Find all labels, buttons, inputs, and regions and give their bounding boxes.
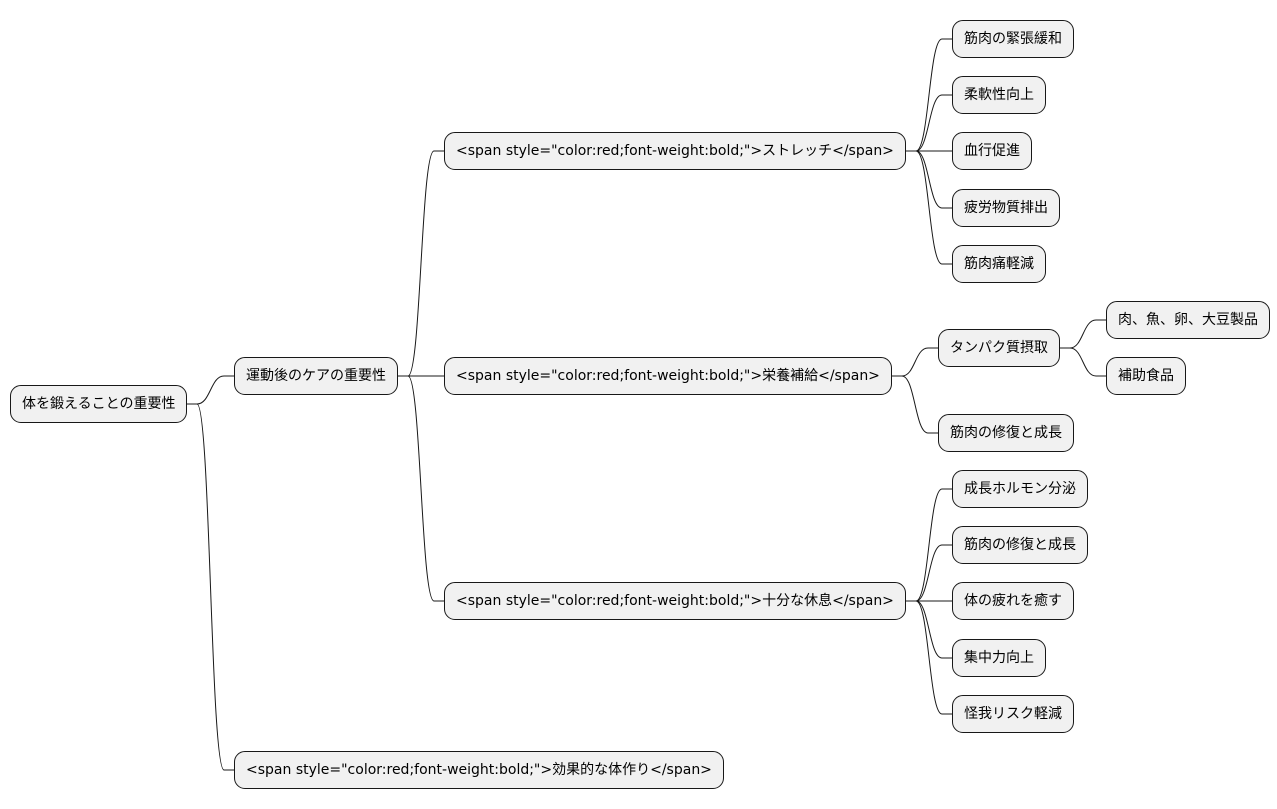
nutrition-leaf: 筋肉の修復と成長 [938, 414, 1074, 452]
stretch-node: <span style="color:red;font-weight:bold;… [444, 132, 906, 170]
stretch-leaf: 筋肉の緊張緩和 [952, 20, 1074, 58]
rest-leaf: 怪我リスク軽減 [952, 695, 1074, 733]
rest-node: <span style="color:red;font-weight:bold;… [444, 582, 906, 620]
effective-body-node: <span style="color:red;font-weight:bold;… [234, 751, 724, 789]
edge-protein-p1 [1060, 319, 1106, 349]
stretch-leaf: 疲労物質排出 [952, 189, 1060, 227]
protein-node: タンパク質摂取 [938, 329, 1060, 367]
edge-stretch-s1 [906, 38, 952, 152]
rest-leaf: 筋肉の修復と成長 [952, 526, 1088, 564]
rest-leaf: 集中力向上 [952, 639, 1046, 677]
edge-care-rest [398, 375, 444, 602]
rest-leaf: 成長ホルモン分泌 [952, 470, 1088, 508]
protein-leaf: 肉、魚、卵、大豆製品 [1106, 301, 1270, 339]
edge-root-care [187, 375, 234, 405]
protein-leaf: 補助食品 [1106, 357, 1186, 395]
edge-rest-r1 [906, 488, 952, 602]
stretch-leaf: 血行促進 [952, 132, 1032, 170]
edge-rest-r2 [906, 544, 952, 602]
edge-rest-r4 [906, 600, 952, 659]
care-node: 運動後のケアの重要性 [234, 357, 398, 395]
edge-nutrition-protein [892, 347, 938, 377]
root-node: 体を鍛えることの重要性 [10, 385, 188, 423]
edge-stretch-s2 [906, 94, 952, 152]
edge-stretch-s4 [906, 150, 952, 209]
nutrition-node: <span style="color:red;font-weight:bold;… [444, 357, 892, 395]
edge-root-body [187, 403, 234, 771]
edge-care-stretch [398, 150, 444, 377]
stretch-leaf: 筋肉痛軽減 [952, 245, 1046, 283]
edge-stretch-s5 [906, 150, 952, 265]
rest-leaf: 体の疲れを癒す [952, 582, 1074, 620]
stretch-leaf: 柔軟性向上 [952, 76, 1046, 114]
edge-nutrition-n2 [892, 375, 938, 434]
edge-protein-p2 [1060, 347, 1106, 377]
edge-rest-r5 [906, 600, 952, 715]
